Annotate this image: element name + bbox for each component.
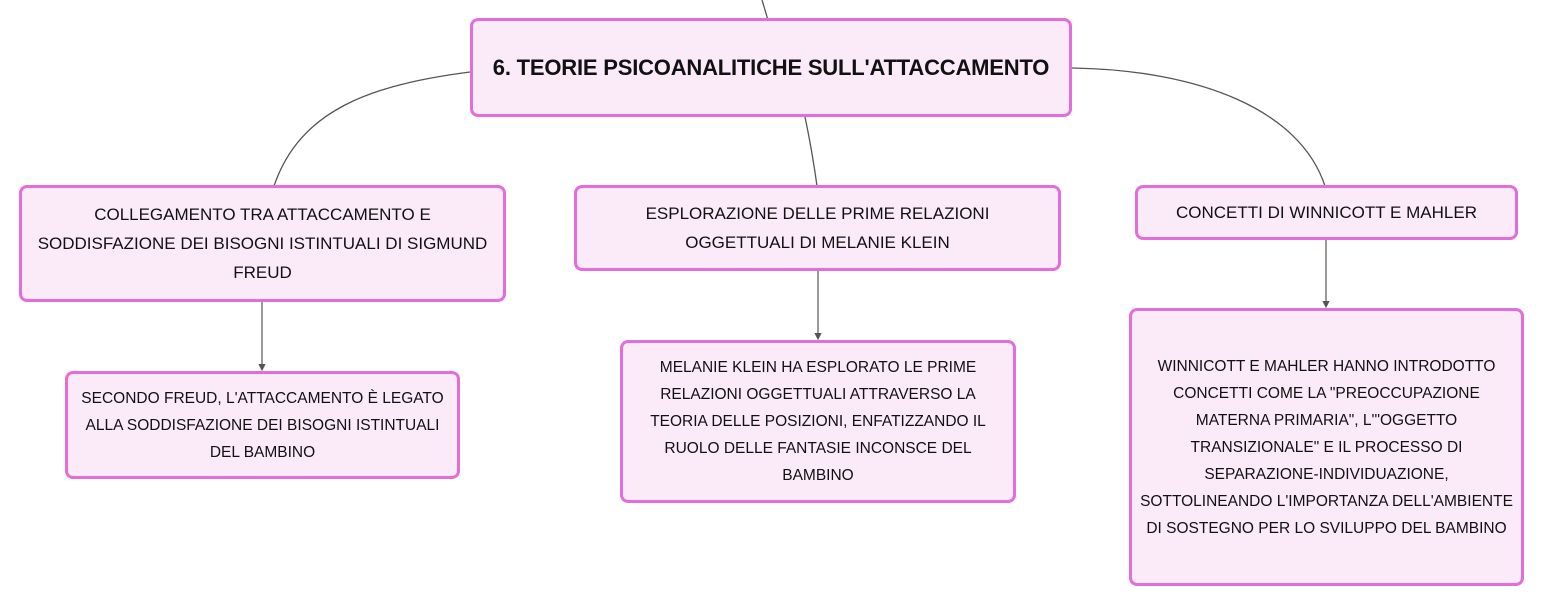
branch-node-klein[interactable]: ESPLORAZIONE DELLE PRIME RELAZIONI OGGET…: [574, 185, 1061, 271]
root-topic-title: 6. TEORIE PSICOANALITICHE SULL'ATTACCAME…: [492, 54, 1050, 80]
connector-root-to-branch-2: [804, 116, 818, 187]
branch-node-freud[interactable]: COLLEGAMENTO TRA ATTACCAMENTO E SODDISFA…: [19, 185, 506, 302]
connector-parent-to-root: [761, 0, 769, 21]
root-topic-node[interactable]: 6. TEORIE PSICOANALITICHE SULL'ATTACCAME…: [470, 18, 1072, 117]
leaf-text: SECONDO FREUD, L'ATTACCAMENTO È LEGATO A…: [81, 389, 444, 461]
branch-node-winnicott-mahler[interactable]: CONCETTI DI WINNICOTT E MAHLER: [1135, 185, 1518, 240]
branch-label: ESPLORAZIONE DELLE PRIME RELAZIONI OGGET…: [645, 204, 990, 252]
connector-root-to-branch-1: [273, 71, 471, 187]
leaf-text: WINNICOTT E MAHLER HANNO INTRODOTTO CONC…: [1140, 357, 1513, 537]
leaf-node-freud[interactable]: SECONDO FREUD, L'ATTACCAMENTO È LEGATO A…: [65, 371, 460, 479]
branch-label: COLLEGAMENTO TRA ATTACCAMENTO E SODDISFA…: [37, 205, 488, 282]
leaf-node-winnicott-mahler[interactable]: WINNICOTT E MAHLER HANNO INTRODOTTO CONC…: [1129, 308, 1524, 586]
leaf-node-klein[interactable]: MELANIE KLEIN HA ESPLORATO LE PRIME RELA…: [620, 340, 1016, 503]
connector-root-to-branch-3: [1071, 67, 1326, 187]
branch-label: CONCETTI DI WINNICOTT E MAHLER: [1176, 203, 1477, 222]
leaf-text: MELANIE KLEIN HA ESPLORATO LE PRIME RELA…: [650, 359, 986, 484]
